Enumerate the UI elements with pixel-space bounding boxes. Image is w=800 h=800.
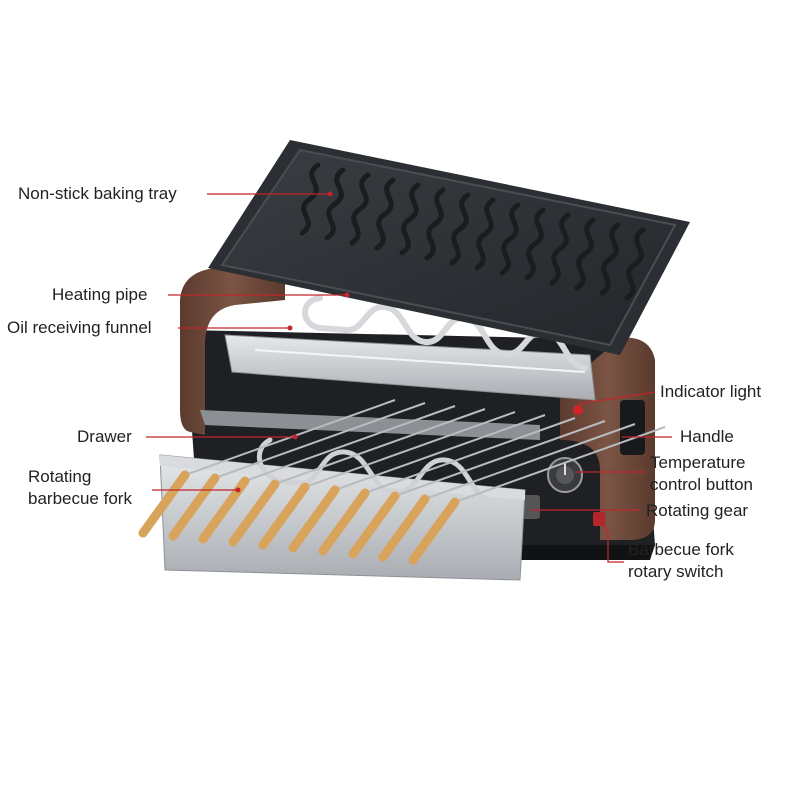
fork-wooden-handle <box>258 482 310 550</box>
label-barbecue-fork-rotary-switch: Barbecue fork rotary switch <box>628 539 734 583</box>
tray-ridge <box>399 182 421 256</box>
label-rotating-barbecue-fork-line2: barbecue fork <box>28 489 132 508</box>
fork-wooden-handle <box>378 494 430 562</box>
leader-dots <box>235 191 350 493</box>
tray-ridge <box>374 177 396 251</box>
leader-switch <box>598 517 624 563</box>
tray-ridge <box>549 212 571 286</box>
fork-rod <box>304 411 516 488</box>
rotating-gear <box>522 495 540 519</box>
tray-ridge <box>349 172 371 246</box>
fork-wooden-handle <box>318 488 370 556</box>
fork-rod <box>274 408 486 485</box>
tray-wave-ridges <box>299 162 646 301</box>
tray-ridge <box>499 202 521 276</box>
fork-rod <box>454 426 666 503</box>
fork-wooden-handle <box>138 470 190 538</box>
fork-rod <box>214 402 426 479</box>
fork-rod <box>364 417 576 494</box>
tray-ridge <box>324 167 346 241</box>
fork-wooden-handle <box>408 497 460 565</box>
label-switch-line1: Barbecue fork <box>628 540 734 559</box>
fork-rod <box>334 414 546 491</box>
label-temperature-line1: Temperature <box>650 453 746 472</box>
fork-wooden-handle <box>168 473 220 541</box>
tray-ridge <box>299 162 321 236</box>
tray-ridge <box>449 192 471 266</box>
fork-wooden-handle <box>288 485 340 553</box>
label-rotating-gear: Rotating gear <box>646 501 749 520</box>
label-handle: Handle <box>680 427 734 446</box>
left-wood-panel <box>180 268 285 435</box>
label-rotating-barbecue-fork-line1: Rotating <box>28 467 92 486</box>
tray-ridge <box>524 207 546 281</box>
tray-ridge <box>599 222 621 296</box>
label-switch-line2: rotary switch <box>628 562 724 581</box>
label-drawer: Drawer <box>77 427 132 446</box>
leader-indicator <box>577 391 656 405</box>
label-heating-pipe: Heating pipe <box>52 285 148 304</box>
fork-rod <box>424 423 636 500</box>
tray-ridge <box>474 197 496 271</box>
label-temperature-line2: control button <box>650 475 754 494</box>
indicator-light <box>573 405 583 415</box>
leader-lines <box>146 193 672 563</box>
label-oil-receiving-funnel: Oil receiving funnel <box>7 318 152 337</box>
label-rotating-barbecue-fork: Rotating barbecue fork <box>28 466 132 510</box>
tray-ridge <box>574 217 596 291</box>
fork-wooden-handle <box>228 479 280 547</box>
label-indicator-light: Indicator light <box>660 382 762 401</box>
fork-wooden-handle <box>348 491 400 559</box>
rotating-forks <box>138 399 666 565</box>
label-temperature-control-button: Temperature control button <box>650 452 753 496</box>
fork-rod <box>394 420 606 497</box>
fork-rod <box>244 405 456 482</box>
tray-ridge <box>624 227 646 301</box>
tray-ridge <box>424 187 446 261</box>
label-non-stick-baking-tray: Non-stick baking tray <box>18 184 177 203</box>
